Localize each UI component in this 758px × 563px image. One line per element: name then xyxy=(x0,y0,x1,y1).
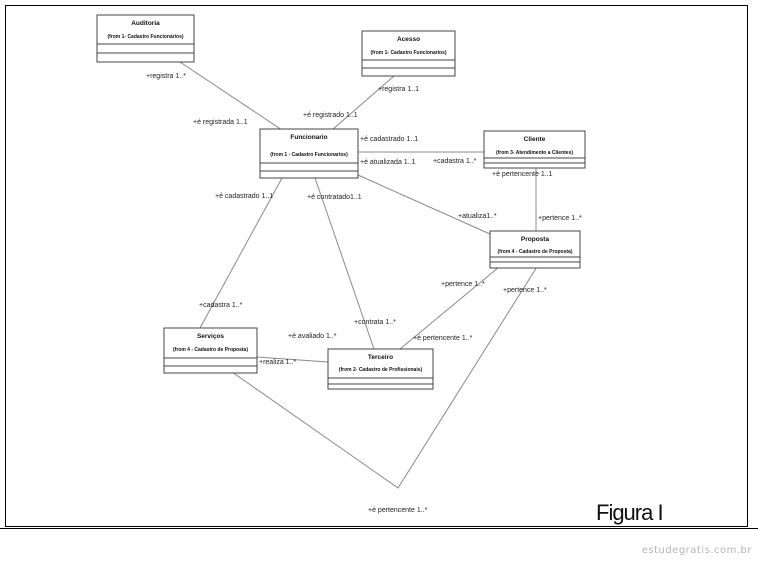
assoc-proposta-terceiro xyxy=(399,261,506,350)
class-stereotype: (from 1 - Cadastro Funcionarios) xyxy=(270,152,348,158)
site-watermark: estudegratis.com.br xyxy=(641,545,752,556)
role-label: +cadastra 1..* xyxy=(199,302,243,309)
class-name: Funcionario xyxy=(290,134,327,141)
class-cliente: Cliente (from 3- Atendimento a Clientes) xyxy=(483,130,586,169)
role-label: +é registrada 1..1 xyxy=(193,119,248,126)
role-labels: +registra 1..* +é registrada 1..1 +regis… xyxy=(146,73,582,514)
role-label: +é pertencente 1..1 xyxy=(492,171,553,178)
class-stereotype: (from 1- Cadastro Funcionários) xyxy=(107,34,183,40)
assoc-funcionario-servicos xyxy=(199,177,283,329)
class-name: Proposta xyxy=(521,236,550,243)
uml-class-diagram: Auditoria (from 1- Cadastro Funcionários… xyxy=(96,14,586,514)
role-label: +é registrado 1..1 xyxy=(303,112,358,119)
role-label: +realiza 1..* xyxy=(259,359,296,366)
role-label: +registra 1..* xyxy=(146,73,186,80)
role-label: +é cadastrado 1..1 xyxy=(360,136,418,143)
role-label: +registra 1..1 xyxy=(378,86,419,93)
assoc-servicos-terceiro xyxy=(256,356,329,363)
role-label: +pertence 1..* xyxy=(538,215,582,222)
class-name: Acesso xyxy=(397,36,420,43)
class-terceiro: Terceiro (from 2- Cadastro de Profission… xyxy=(327,348,434,390)
class-stereotype: (from 3- Atendimento a Clientes) xyxy=(496,150,573,156)
role-label: +é pertencente 1..* xyxy=(413,335,473,342)
assoc-auditoria-funcionario xyxy=(179,61,283,131)
frame-bottom-rule xyxy=(0,528,758,529)
figure-label: Figura I xyxy=(596,500,664,525)
class-proposta: Proposta (from 4 - Cadastro de Proposta) xyxy=(489,230,581,269)
class-servicos: Serviços (from 4 - Cadastro de Proposta) xyxy=(163,327,258,374)
assoc-servicos-proposta xyxy=(231,261,541,489)
assoc-acesso-funcionario xyxy=(331,75,395,131)
class-stereotype: (from 4 - Cadastro de Proposta) xyxy=(497,249,572,255)
class-auditoria: Auditoria (from 1- Cadastro Funcionários… xyxy=(96,14,195,63)
class-funcionario: Funcionario (from 1 - Cadastro Funcionar… xyxy=(259,128,359,179)
role-label: +cadastra 1..* xyxy=(433,158,477,165)
footer-area xyxy=(0,529,758,563)
assoc-funcionario-proposta xyxy=(357,174,491,235)
role-label: +contrata 1..* xyxy=(354,319,396,326)
class-name: Terceiro xyxy=(368,354,393,361)
role-label: +é cadastrado 1..1 xyxy=(215,193,273,200)
class-name: Auditoria xyxy=(131,20,160,27)
class-stereotype: (from 4 - Cadastro de Proposta) xyxy=(173,347,248,353)
role-label: +pertence 1..* xyxy=(441,281,485,288)
class-name: Serviços xyxy=(197,333,224,340)
role-label: +é avaliado 1..* xyxy=(288,333,337,340)
class-name: Cliente xyxy=(524,136,546,143)
class-stereotype: (from 1- Cadastro Funcionarios) xyxy=(370,50,446,56)
role-label: +pertence 1..* xyxy=(503,287,547,294)
class-acesso: Acesso (from 1- Cadastro Funcionarios) xyxy=(361,30,456,77)
role-label: +é atualizada 1..1 xyxy=(360,159,416,166)
role-label: +é contratado1..1 xyxy=(307,194,362,201)
figure-frame xyxy=(5,5,748,527)
role-label: +é pertencente 1..* xyxy=(368,507,428,514)
associations xyxy=(179,61,541,489)
class-stereotype: (from 2- Cadastro de Profissionais) xyxy=(339,367,423,373)
assoc-funcionario-terceiro xyxy=(314,177,375,350)
role-label: +atualiza1..* xyxy=(458,213,497,220)
